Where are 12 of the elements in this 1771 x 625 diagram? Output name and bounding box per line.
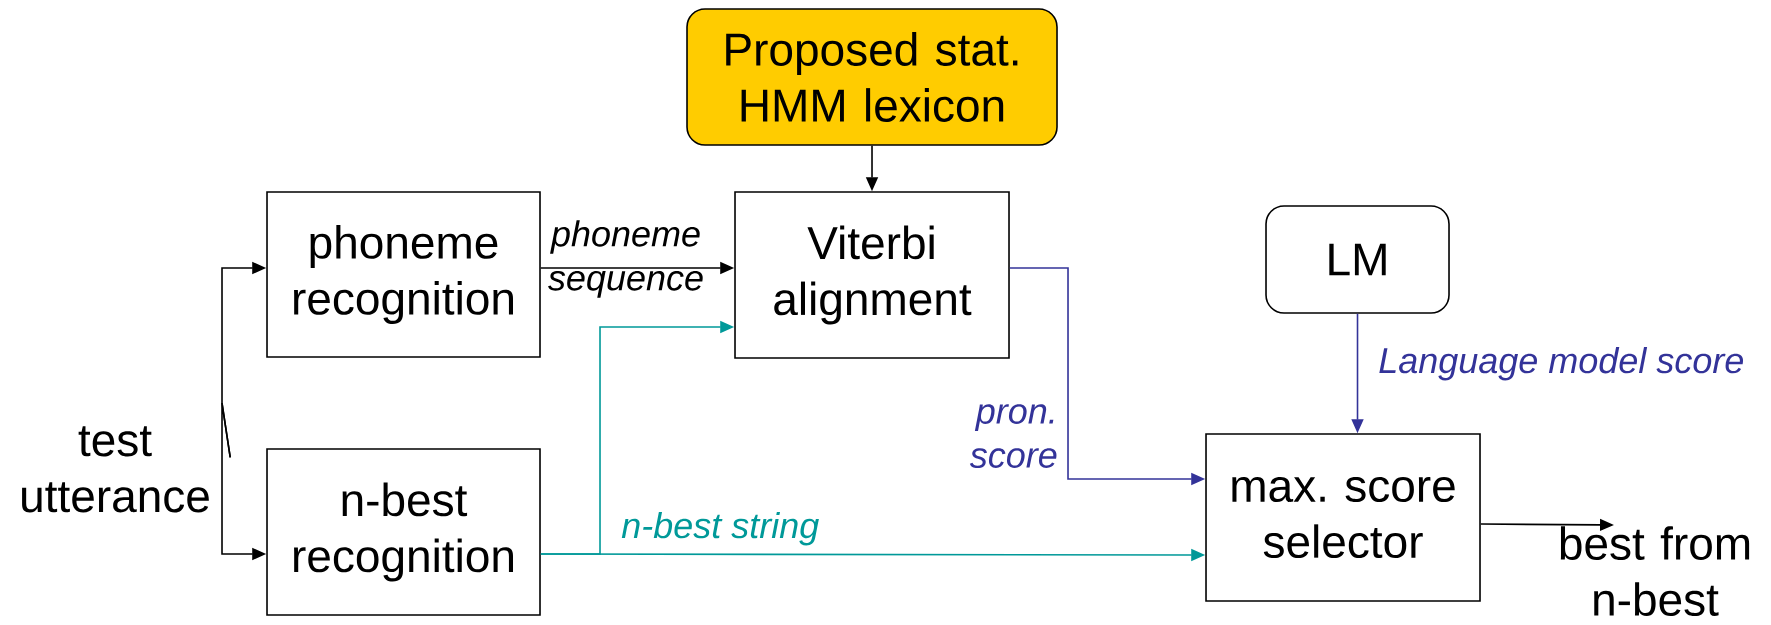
process-box: phoneme recognition: [266, 191, 541, 358]
input-label: test utterance: [22, 426, 209, 513]
process-box: max. score selector: [1205, 433, 1481, 602]
output-label: best from n-best: [1560, 526, 1750, 616]
process-box: Viterbi alignment: [734, 191, 1010, 359]
edge-label: n-best string: [621, 511, 819, 546]
edge-label: pron. score: [969, 404, 1057, 468]
edge-label: phoneme sequence: [548, 220, 703, 298]
edge-label: Language model score: [1379, 346, 1744, 381]
process-box: n-best recognition: [266, 448, 541, 616]
lexicon-box: Proposed stat. HMM lexicon: [686, 8, 1058, 146]
model-box: LM: [1265, 205, 1450, 314]
